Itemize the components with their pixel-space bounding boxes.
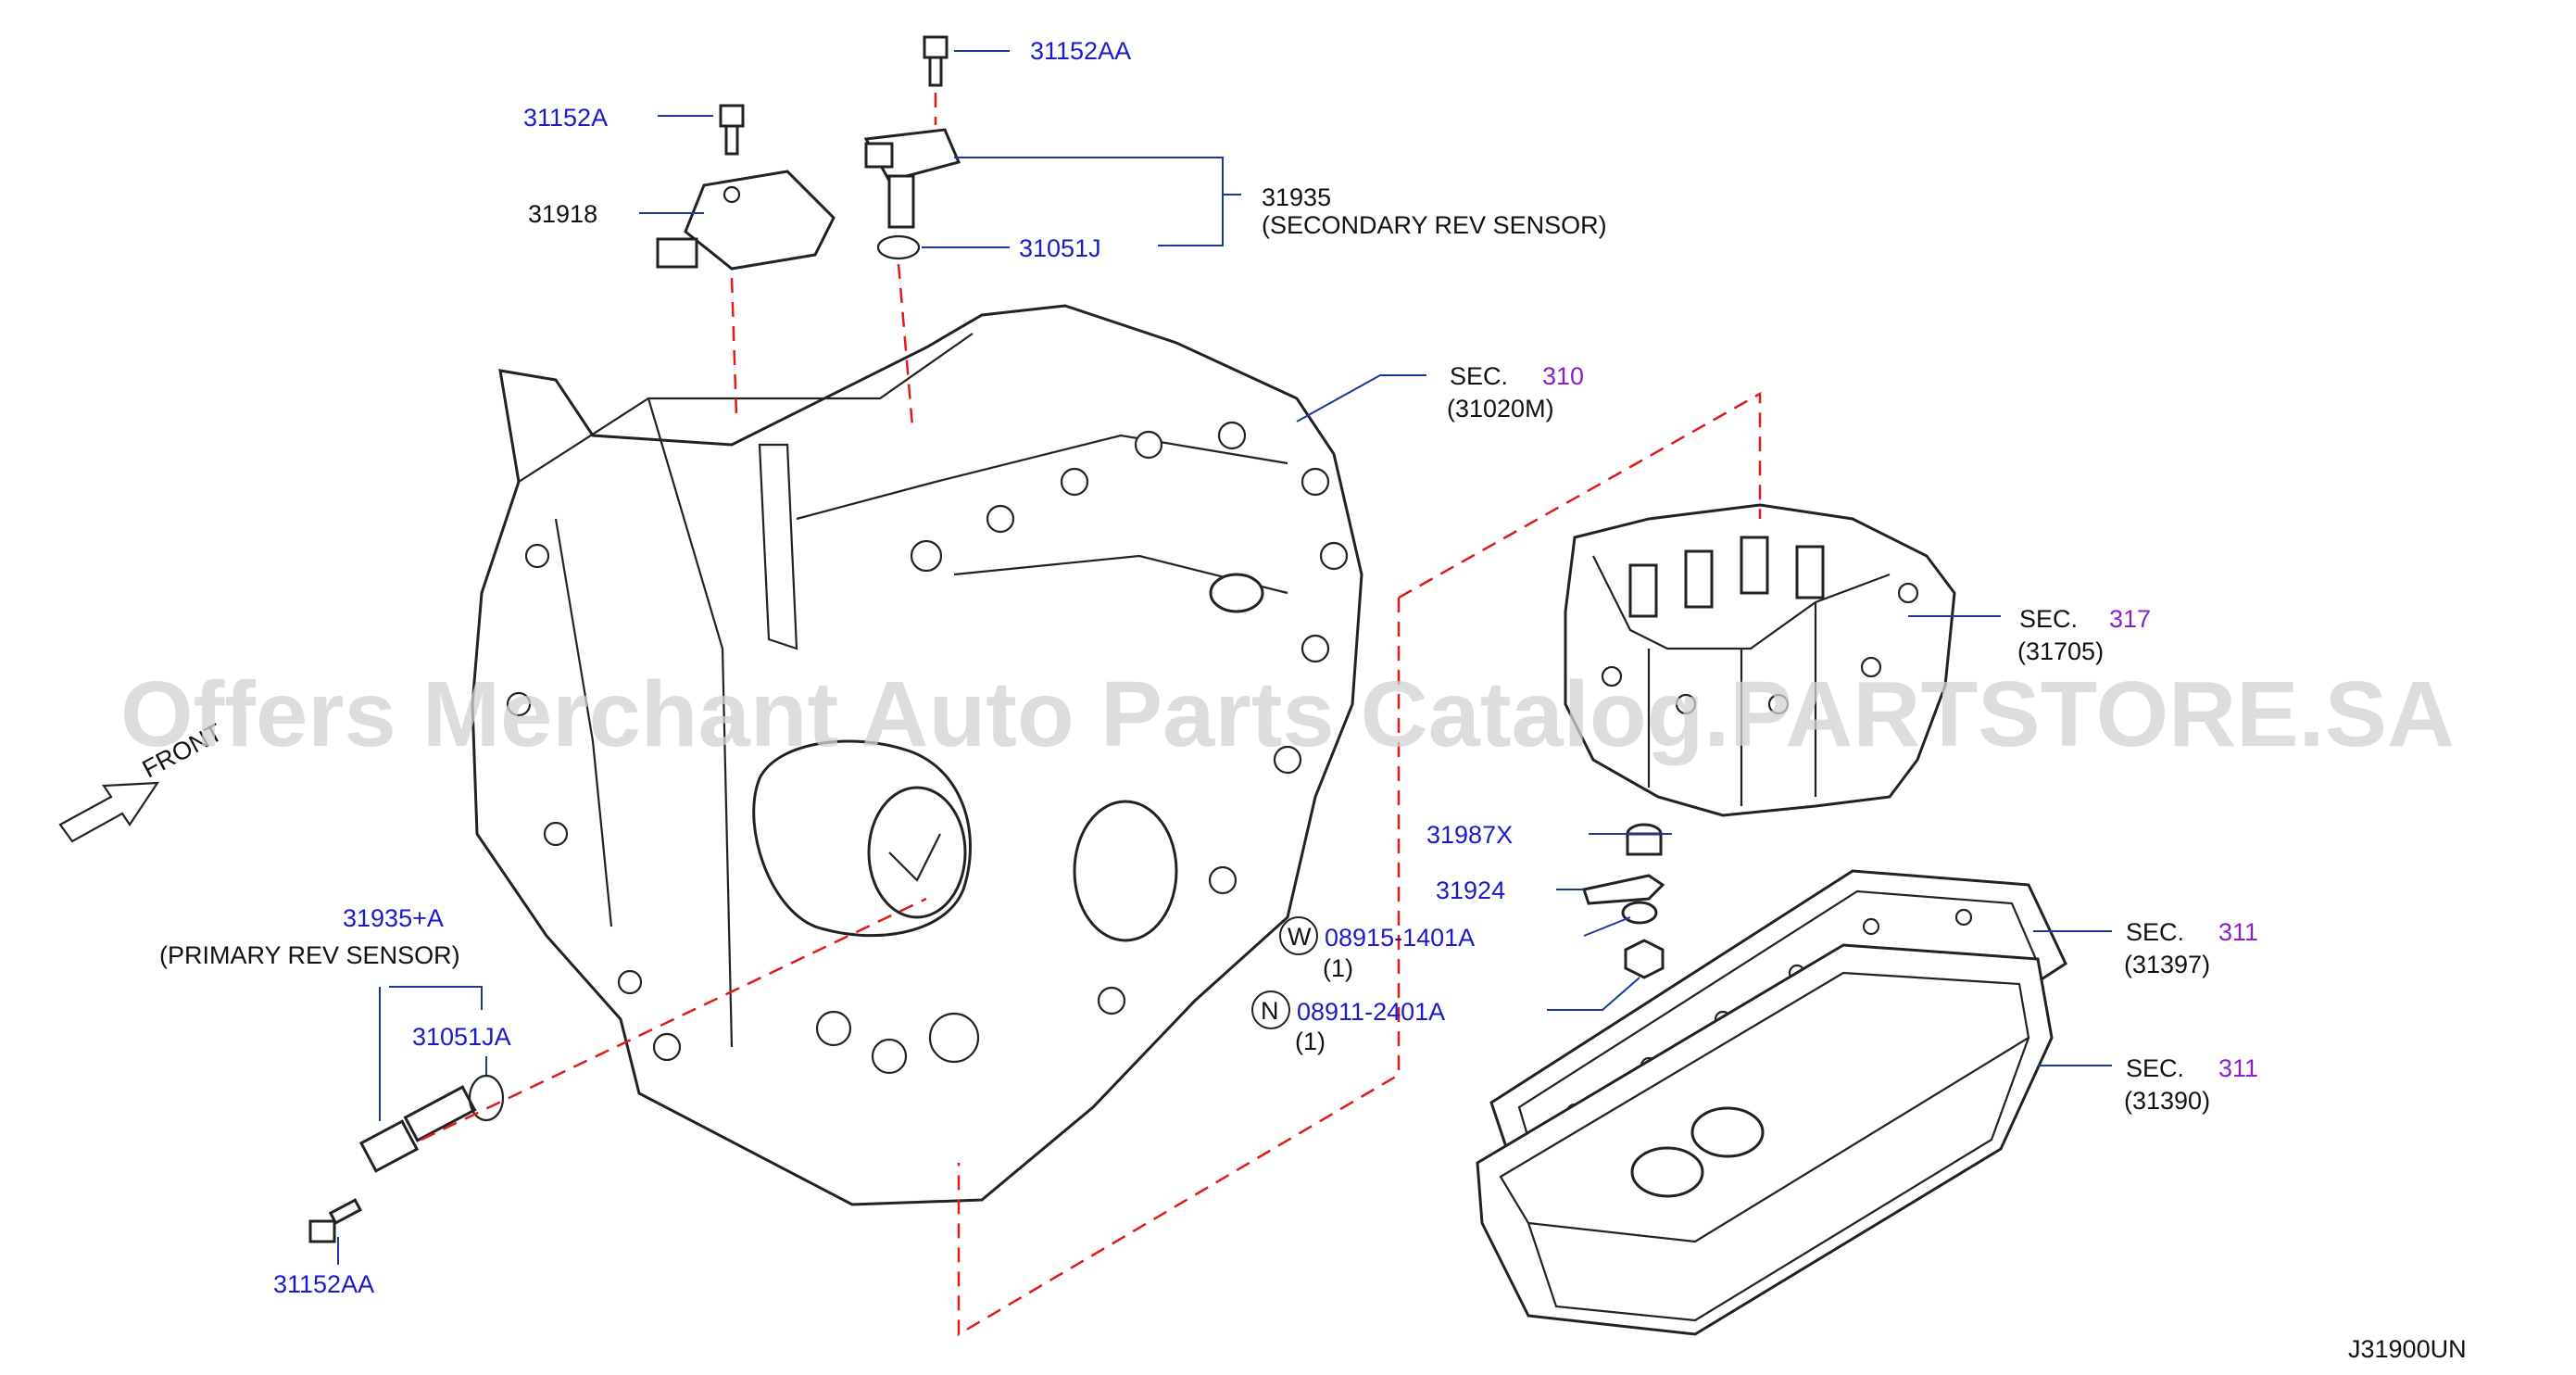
bolt-top [923, 35, 949, 87]
part-bolt-bottom: 31152AA [273, 1270, 374, 1298]
labels: 31152AA 31152A 31918 31935 (SECONDARY RE… [159, 37, 2467, 1363]
spacer-31987x [1626, 823, 1663, 856]
sec311b-prefix: SEC. [2126, 1054, 2184, 1082]
assembly-lines [421, 93, 1762, 1337]
watermark: Offers Merchant Auto Parts Catalog.PARTS… [120, 662, 2455, 766]
sec311b-num: 311 [2218, 1054, 2258, 1082]
leader-lines [337, 50, 2112, 1265]
bracket-31918 [656, 170, 836, 271]
sec310-prefix: SEC. [1450, 362, 1508, 390]
part-oring-primary: 31051JA [412, 1023, 511, 1051]
sec310-ref: (31020M) [1447, 395, 1554, 423]
nut-code: N [1261, 997, 1279, 1025]
part-primary-sensor-desc: (PRIMARY REV SENSOR) [159, 941, 460, 969]
part-nut: 08911-2401A [1297, 998, 1445, 1026]
sec317-ref: (31705) [2017, 637, 2104, 665]
plate-31924 [1582, 874, 1665, 905]
bolt-left [719, 104, 745, 156]
part-washer: 08915-1401A [1325, 924, 1475, 952]
sec317-num: 317 [2109, 605, 2151, 633]
washer [1621, 901, 1658, 925]
part-nut-qty: (1) [1295, 1028, 1326, 1055]
nut [1624, 939, 1665, 979]
sec311a-num: 311 [2218, 918, 2258, 946]
oil-pan [1476, 943, 2054, 1336]
transmission-case [471, 304, 1363, 1206]
bolt-bottom [308, 1198, 362, 1243]
secondary-rev-sensor [863, 128, 961, 229]
part-secondary-sensor: 31935 [1262, 183, 1331, 211]
sec311a-ref: (31397) [2124, 951, 2210, 978]
part-secondary-sensor-desc: (SECONDARY REV SENSOR) [1262, 211, 1607, 239]
part-washer-qty: (1) [1323, 954, 1353, 982]
part-primary-sensor: 31935+A [343, 904, 444, 932]
washer-code: W [1288, 923, 1312, 951]
sec317-prefix: SEC. [2019, 605, 2078, 633]
diagram-id: J31900UN [2348, 1335, 2467, 1363]
primary-rev-sensor [358, 1085, 477, 1173]
washer-code-circle [1279, 916, 1318, 955]
oring-top [876, 234, 921, 260]
valve-body [1564, 503, 1956, 817]
sec311b-ref: (31390) [2124, 1087, 2210, 1115]
part-oring-top: 31051J [1019, 234, 1101, 262]
part-bolt-left: 31152A [523, 104, 608, 132]
oring-primary [468, 1074, 505, 1122]
front-arrow-icon [58, 781, 160, 843]
sec311a-prefix: SEC. [2126, 918, 2184, 946]
part-bracket: 31918 [528, 200, 597, 228]
part-bolt-top: 31152AA [1030, 37, 1131, 65]
sec310-num: 310 [1542, 362, 1584, 390]
nut-code-circle [1251, 990, 1290, 1029]
part-plate: 31924 [1436, 877, 1505, 904]
part-spacer: 31987X [1426, 821, 1513, 849]
